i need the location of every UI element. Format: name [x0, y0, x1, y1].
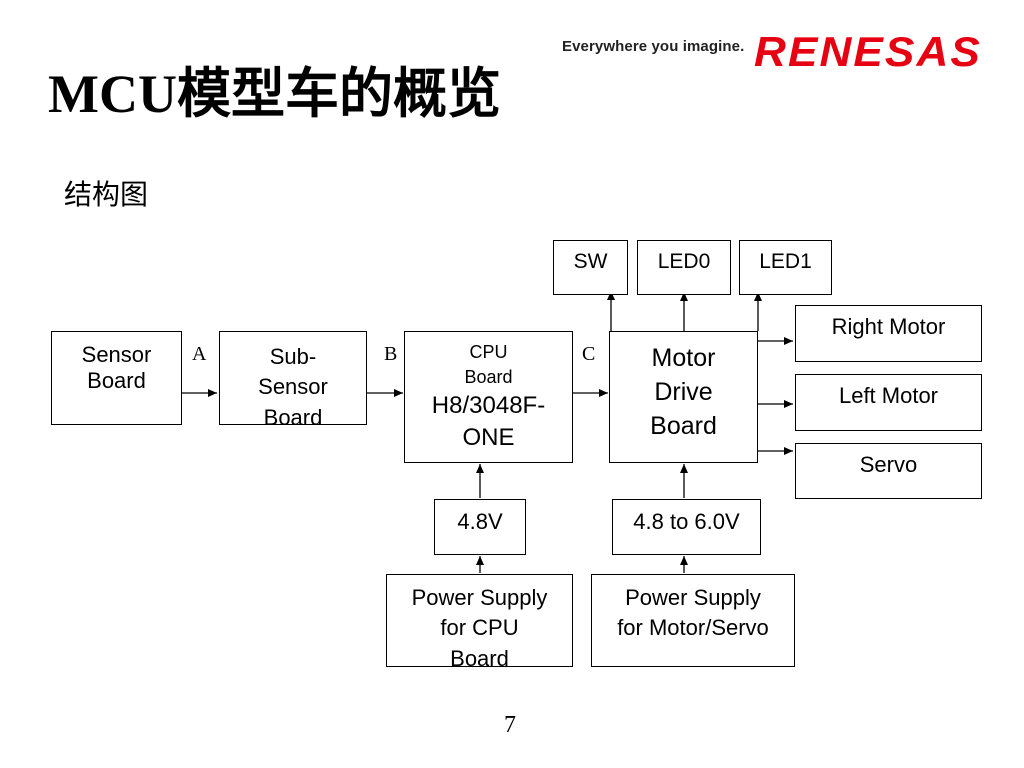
voltage-48v-box: 4.8V — [434, 499, 526, 555]
right-motor-box: Right Motor — [795, 305, 982, 362]
cpu-board-model-label: H8/3048F- ONE — [431, 392, 546, 451]
edge-label-a: A — [192, 343, 207, 365]
sw-box: SW — [553, 240, 628, 295]
psu-cpu-label: Power Supply for CPU Board — [411, 585, 548, 671]
left-motor-label: Left Motor — [838, 383, 939, 408]
renesas-logo: RENESAS — [754, 28, 982, 75]
led0-box: LED0 — [637, 240, 731, 295]
cpu-board-small-label: CPU Board — [464, 342, 513, 388]
psu-motor-box: Power Supply for Motor/Servo — [591, 574, 795, 667]
sensor-board-box: Sensor Board — [51, 331, 182, 425]
brand-tagline: Everywhere you imagine. — [562, 38, 745, 55]
sub-sensor-board-box: Sub- Sensor Board — [219, 331, 367, 430]
servo-label: Servo — [859, 452, 918, 477]
edge-label-c: C — [582, 343, 596, 365]
voltage-48-60-label: 4.8 to 6.0V — [633, 509, 740, 534]
servo-box: Servo — [795, 443, 982, 499]
psu-cpu-box: Power Supply for CPU Board — [386, 574, 573, 671]
slide-subtitle: 结构图 — [64, 180, 149, 211]
sw-label: SW — [573, 250, 608, 273]
led1-box: LED1 — [739, 240, 832, 295]
right-motor-label: Right Motor — [831, 314, 946, 339]
slide-title: MCU模型车的概览 — [48, 64, 501, 124]
left-motor-box: Left Motor — [795, 374, 982, 431]
motor-drive-board-box: Motor Drive Board — [609, 331, 758, 463]
psu-motor-label: Power Supply for Motor/Servo — [617, 585, 769, 641]
sub-sensor-board-label: Sub- Sensor Board — [258, 344, 328, 430]
voltage-48-60-box: 4.8 to 6.0V — [612, 499, 761, 555]
led0-label: LED0 — [657, 250, 711, 273]
edge-label-b: B — [384, 343, 398, 365]
sensor-board-label: Sensor Board — [81, 342, 152, 394]
led1-label: LED1 — [759, 250, 812, 273]
motor-drive-board-label: Motor Drive Board — [650, 344, 717, 440]
cpu-board-box: CPU Board H8/3048F- ONE — [404, 331, 573, 463]
page-number: 7 — [504, 712, 516, 738]
voltage-48v-label: 4.8V — [457, 509, 503, 534]
